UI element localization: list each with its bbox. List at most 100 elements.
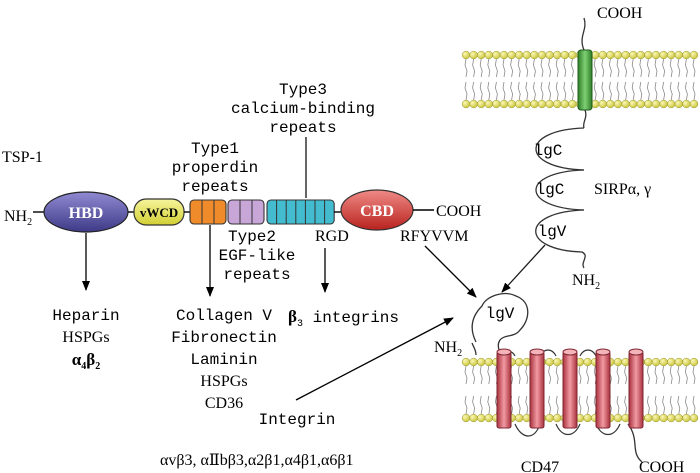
lipid-tail <box>608 58 612 78</box>
lipid-head <box>515 413 524 423</box>
lipid-head <box>522 50 531 60</box>
lipid-tail <box>608 81 612 101</box>
lipid-tail <box>578 365 582 385</box>
lipid-tail <box>578 395 582 415</box>
lipid-tail <box>669 58 673 78</box>
lipid-tail <box>555 58 559 78</box>
type2-label-line2: EGF-like <box>219 247 296 265</box>
cd47-lgv-domain <box>471 292 529 357</box>
lipid-tail <box>662 395 666 415</box>
lipid-head <box>644 357 653 367</box>
lipid-tail <box>684 365 688 385</box>
lipid-tail <box>624 365 628 385</box>
type1-ligand-collagen-v: Collagen V <box>176 307 272 325</box>
lipid-head <box>606 99 615 109</box>
lipid-head <box>636 50 645 60</box>
lipid-head <box>553 357 562 367</box>
lipid-tail <box>646 58 650 78</box>
lipid-head <box>545 413 554 423</box>
lipid-tail <box>624 395 628 415</box>
lipid-tail <box>502 58 506 78</box>
lipid-head <box>674 357 683 367</box>
cd47-transmembrane-helices <box>496 348 644 429</box>
lipid-head <box>530 99 539 109</box>
lipid-tail <box>548 395 552 415</box>
cd47-n-terminal-stalk <box>471 342 477 356</box>
hbd-ligand-hspgs: HSPGs <box>62 329 109 346</box>
lipid-tail <box>646 395 650 415</box>
cd47-helix <box>529 351 545 429</box>
rfyvvm-to-cd47-arrow <box>424 245 477 298</box>
type3-label-line1: Type3 <box>279 81 327 99</box>
sirp-cytoplasmic-tail <box>581 17 586 51</box>
lipid-tail <box>616 395 620 415</box>
integrin-label: Integrin <box>259 411 336 429</box>
type3-label-line3: repeats <box>269 119 336 137</box>
lipid-tail <box>639 81 643 101</box>
hbd-domain-label: HBD <box>69 205 104 222</box>
lipid-head <box>674 50 683 60</box>
cd47-cooh-label: COOH <box>639 459 685 473</box>
lipid-tail <box>548 365 552 385</box>
lipid-tail <box>692 81 696 101</box>
cd47-extracellular-loops <box>502 349 597 357</box>
sirp-lgc-domain-2-label: lgC <box>536 181 565 199</box>
lipid-head <box>461 413 471 423</box>
lipid-head <box>682 357 691 367</box>
cd47-nh2-label: NH2 <box>434 339 462 359</box>
lipid-tail <box>616 365 620 385</box>
lipid-tail <box>654 81 658 101</box>
lipid-head <box>644 413 653 423</box>
lipid-tail <box>646 81 650 101</box>
lipid-head <box>613 413 623 423</box>
lipid-tail <box>517 81 521 101</box>
hbd-ligand-heparin: Heparin <box>52 307 119 325</box>
cd47-cytoplasmic-tail <box>627 423 643 463</box>
lipid-head <box>621 357 630 367</box>
lipid-tail <box>563 81 567 101</box>
cd47-helix <box>562 351 578 429</box>
lipid-tail <box>563 58 567 78</box>
lipid-tail <box>525 365 529 385</box>
type1-label-line1: Type1 <box>191 140 239 158</box>
lipid-head <box>492 50 501 60</box>
sirp-lgv-domain <box>535 209 586 269</box>
type1-label-line3: repeats <box>181 178 248 196</box>
sirp-cooh-label: COOH <box>597 5 643 22</box>
lipid-tail <box>662 81 666 101</box>
lipid-head <box>583 413 592 423</box>
integrin-to-cd47-arrow <box>295 317 454 401</box>
lipid-tail <box>684 58 688 78</box>
lipid-head <box>583 357 592 367</box>
lipid-head <box>568 50 577 60</box>
lipid-tail <box>669 81 673 101</box>
lipid-head <box>682 50 691 60</box>
lipid-head <box>484 50 493 60</box>
tsp1-cooh-label: COOH <box>436 203 482 220</box>
lipid-tail <box>677 365 681 385</box>
type2-repeats <box>227 199 265 225</box>
cbd-domain-label: CBD <box>360 203 394 220</box>
lipid-head <box>499 99 509 109</box>
cd47-helix-cap <box>628 348 644 356</box>
lipid-head <box>507 99 516 109</box>
cd47-helix <box>628 351 644 429</box>
lipid-tail <box>525 81 529 101</box>
lipid-tail <box>517 395 521 415</box>
lipid-head <box>674 413 683 423</box>
lipid-head <box>667 357 676 367</box>
lipid-head <box>636 99 645 109</box>
lipid-tail <box>601 58 605 78</box>
lipid-head <box>545 50 554 60</box>
type3-repeats <box>266 199 335 225</box>
lipid-tail <box>692 395 696 415</box>
lipid-head <box>522 99 531 109</box>
type1-ligand-laminin: Laminin <box>190 351 257 369</box>
lipid-tail <box>684 395 688 415</box>
lipid-head <box>674 99 683 109</box>
lipid-head <box>484 413 493 423</box>
lipid-tail <box>479 58 483 78</box>
lipid-head <box>682 99 691 109</box>
lipid-head <box>477 413 486 423</box>
lipid-head <box>484 99 493 109</box>
